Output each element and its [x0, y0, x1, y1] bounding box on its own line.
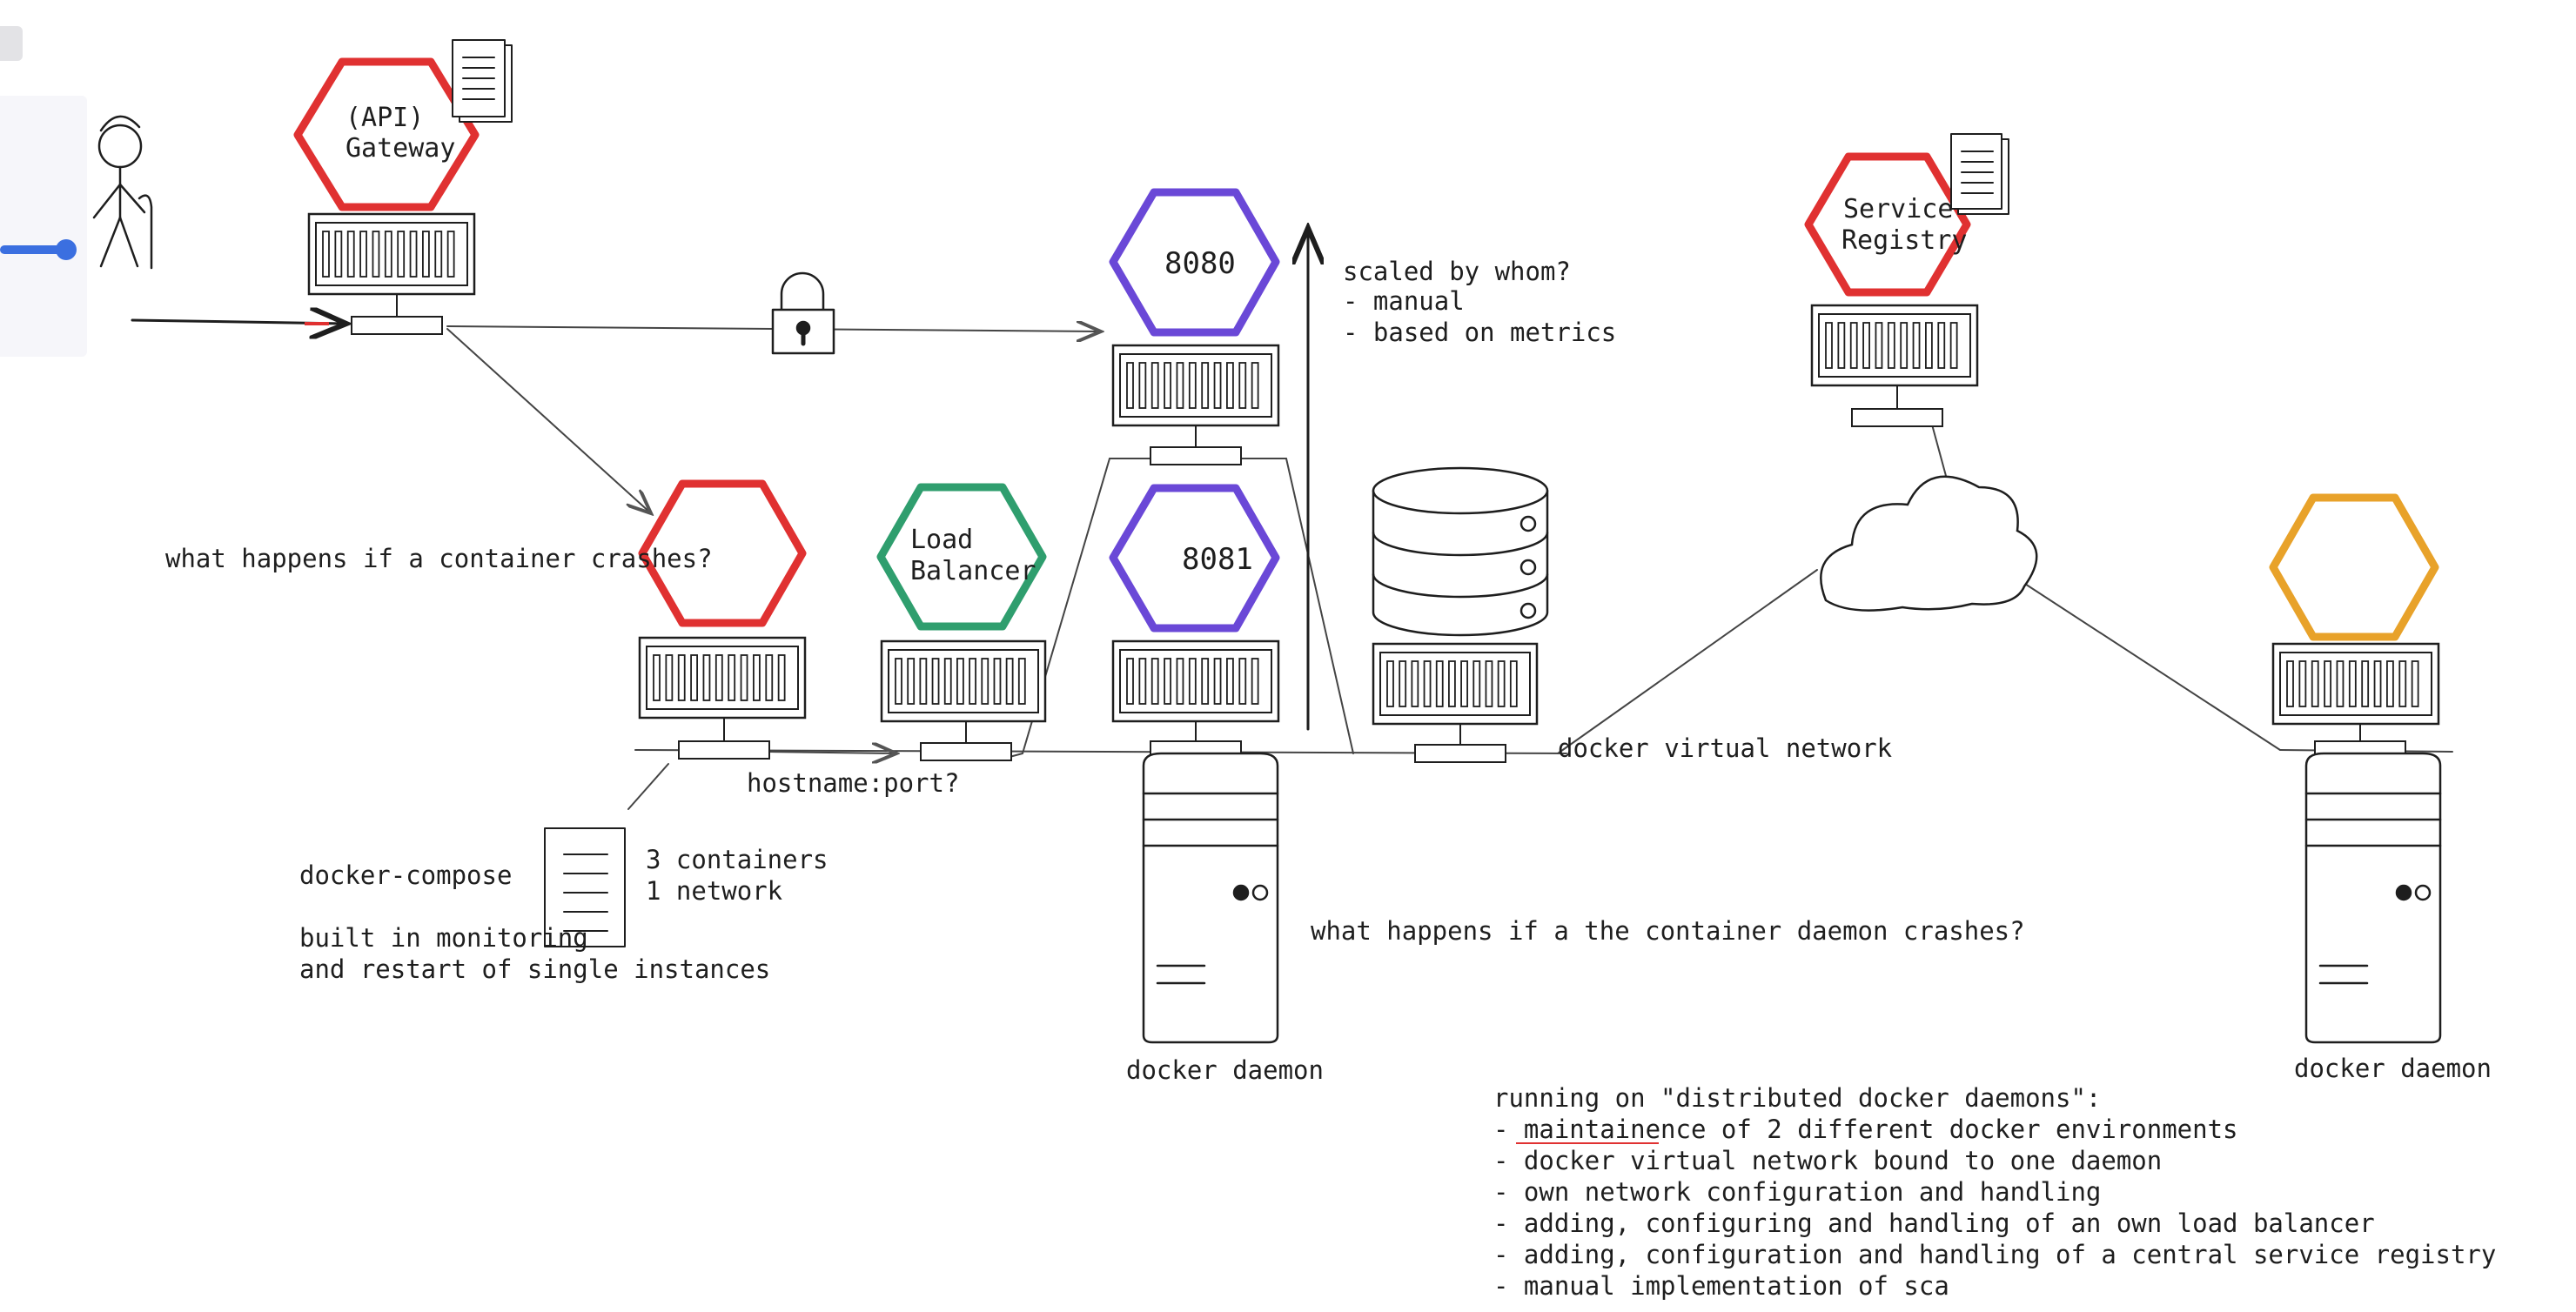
docker-network-bus — [634, 749, 1567, 754]
network-count-label: 1 network — [646, 876, 783, 906]
service-registry-label-2: Registry — [1841, 225, 1968, 256]
compose-pointer — [627, 763, 669, 810]
notes-item: - manual implementation of sca — [1493, 1271, 1949, 1301]
person-icon — [92, 115, 153, 270]
notes-item: - adding, configuration and handling of … — [1493, 1240, 2496, 1269]
docker-compose-label: docker-compose — [299, 860, 512, 890]
service-8081-hexagon[interactable]: 8081 — [1109, 484, 1280, 633]
port-8080-label: 8080 — [1164, 246, 1236, 281]
remote-container-hexagon[interactable] — [2269, 493, 2439, 641]
branch-line-right — [1285, 458, 1354, 754]
notes-item: - own network configuration and handling — [1493, 1177, 2101, 1207]
port-8081-label: 8081 — [1182, 542, 1253, 577]
app-container-hexagon[interactable] — [638, 479, 807, 627]
network-lines — [131, 228, 2453, 810]
service-registry-label-1: Service — [1843, 194, 1953, 224]
document-icon — [1950, 133, 2009, 215]
registry-container-icon — [1810, 304, 1979, 427]
restart-instances-label: and restart of single instances — [299, 954, 770, 984]
collapse-tab[interactable] — [0, 26, 23, 61]
notes-title: running on "distributed docker daemons": — [1493, 1083, 2101, 1113]
server-tower-icon — [2304, 752, 2442, 1044]
zoom-slider-track[interactable] — [0, 245, 68, 254]
notes-item: - maintainence of 2 different docker env… — [1493, 1115, 2238, 1144]
document-icon — [452, 39, 513, 123]
8080-container-icon — [1111, 344, 1280, 465]
daemon-crash-question: what happens if a the container daemon c… — [1311, 916, 2025, 946]
database-container-icon — [1372, 642, 1539, 763]
distributed-daemons-notes: running on "distributed docker daemons":… — [1493, 1083, 2496, 1301]
cloud-to-daemon-line — [2009, 573, 2281, 751]
api-gateway-label-1: (API) — [345, 103, 424, 133]
docker-daemon-left-label: docker daemon — [1126, 1055, 1324, 1085]
load-balancer-label-1: Load — [910, 525, 973, 555]
scaled-metrics-label: - based on metrics — [1343, 318, 1616, 347]
container-to-lb-line — [768, 752, 896, 753]
docker-virtual-network-label: docker virtual network — [1558, 733, 1893, 763]
gateway-container-icon — [307, 212, 476, 335]
lock-icon — [771, 271, 835, 355]
containers-count-label: 3 containers — [646, 845, 828, 874]
database-icon — [1372, 466, 1549, 637]
zoom-slider-knob[interactable] — [56, 239, 77, 260]
scaled-by-label: scaled by whom? — [1343, 257, 1571, 286]
api-gateway-label-2: Gateway — [345, 133, 455, 164]
docker-compose-file-icon — [544, 827, 626, 947]
8081-container-icon — [1111, 639, 1280, 760]
service-registry-hexagon[interactable]: Service Registry — [1804, 152, 1971, 297]
remote-container-icon — [2271, 642, 2440, 760]
canvas-side-panel — [0, 96, 87, 357]
lb-container-icon — [880, 639, 1047, 761]
network-to-cloud-line — [1557, 569, 1818, 754]
built-in-monitoring-label: built in monitoring — [299, 923, 588, 953]
cloud-icon — [1820, 475, 2038, 612]
notes-item: - adding, configuring and handling of an… — [1493, 1208, 2375, 1238]
server-tower-icon — [1142, 752, 1279, 1044]
api-gateway-hexagon[interactable]: (API) Gateway — [293, 57, 480, 211]
load-balancer-label-2: Balancer — [910, 556, 1036, 586]
container-crash-question: what happens if a container crashes? — [165, 544, 713, 573]
load-balancer-hexagon[interactable]: Load Balancer — [876, 483, 1047, 631]
docker-daemon-right-label: docker daemon — [2294, 1054, 2492, 1083]
app-container-icon — [638, 636, 807, 760]
gateway-to-container-line — [446, 328, 651, 513]
notes-item: - docker virtual network bound to one da… — [1493, 1146, 2162, 1175]
hostname-port-label: hostname:port? — [747, 768, 959, 798]
scaled-manual-label: - manual — [1343, 286, 1465, 316]
service-8080-hexagon[interactable]: 8080 — [1109, 188, 1280, 337]
